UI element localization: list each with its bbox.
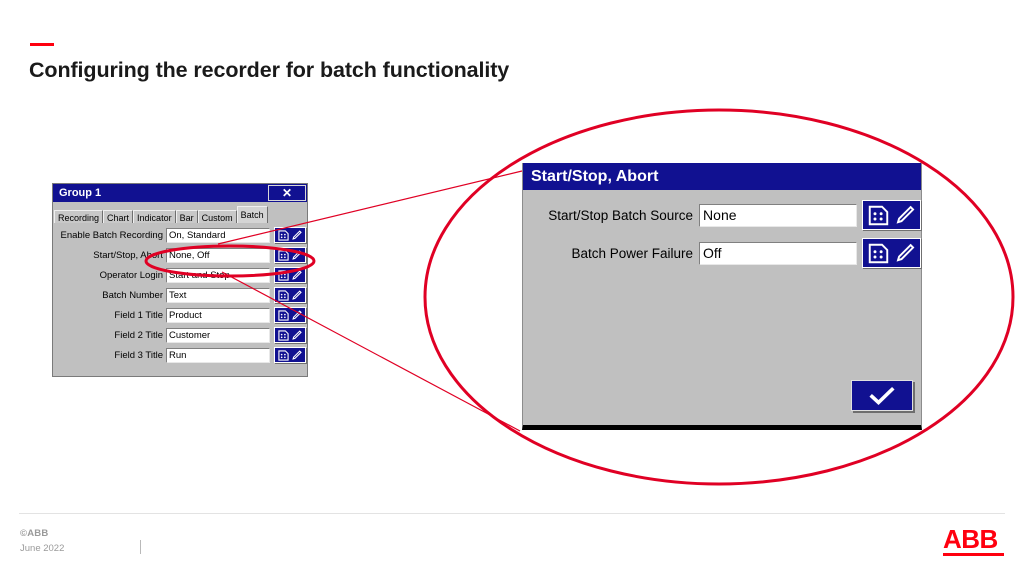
field-value[interactable]: Text <box>166 287 270 303</box>
field-value[interactable]: None, Off <box>166 247 270 263</box>
group-configuration-dialog: Group 1 ✕ Recording Chart Indicator Bar … <box>52 183 308 377</box>
field-edit-buttons[interactable] <box>274 327 306 343</box>
start-stop-abort-dialog: Start/Stop, Abort Start/Stop Batch Sourc… <box>522 163 922 430</box>
field-edit-buttons[interactable] <box>274 227 306 243</box>
start-stop-dialog-title: Start/Stop, Abort <box>531 167 659 185</box>
tab-custom[interactable]: Custom <box>197 210 237 223</box>
field-label: Field 1 Title <box>114 309 163 321</box>
field-edit-buttons[interactable] <box>274 347 306 363</box>
group-dialog-field-list: Enable Batch Recording On, Standard Star… <box>53 225 307 365</box>
footer-date: June 2022 <box>20 543 65 554</box>
field-row-batch-power-failure: Batch Power Failure Off <box>523 234 921 272</box>
tab-indicator[interactable]: Indicator <box>133 210 176 223</box>
pencil-icon <box>292 289 302 300</box>
field-edit-buttons[interactable] <box>862 238 921 268</box>
group-dialog-tabstrip: Recording Chart Indicator Bar Custom Bat… <box>54 204 307 223</box>
field-row-start-stop-abort: Start/Stop, Abort None, Off <box>53 245 307 265</box>
pencil-icon <box>292 309 302 320</box>
pencil-icon <box>896 205 915 224</box>
tab-chart[interactable]: Chart <box>103 210 134 223</box>
keypad-icon <box>278 269 289 281</box>
close-icon[interactable]: ✕ <box>268 185 306 201</box>
keypad-icon <box>278 289 289 301</box>
abb-logo: ABB <box>943 526 1004 556</box>
field-value[interactable]: On, Standard <box>166 227 270 243</box>
keypad-icon <box>278 249 289 261</box>
field-label: Field 2 Title <box>114 329 163 341</box>
abb-logo-underline <box>943 553 1004 556</box>
checkmark-icon <box>869 386 895 405</box>
title-accent-bar <box>30 43 54 46</box>
field-label: Start/Stop, Abort <box>93 249 163 261</box>
field-row-start-stop-batch-source: Start/Stop Batch Source None <box>523 196 921 234</box>
group-dialog-titlebar: Group 1 ✕ <box>53 184 307 202</box>
footer-vertical-divider <box>140 540 141 554</box>
group-dialog-title: Group 1 <box>59 187 102 199</box>
page-title: Configuring the recorder for batch funct… <box>29 58 510 82</box>
keypad-icon <box>868 243 889 263</box>
field-value[interactable]: Off <box>699 241 858 265</box>
tab-recording[interactable]: Recording <box>54 210 104 223</box>
field-value[interactable]: Customer <box>166 327 270 343</box>
keypad-icon <box>278 229 289 241</box>
pencil-icon <box>292 349 302 360</box>
confirm-button[interactable] <box>851 380 913 411</box>
field-row-field-2-title: Field 2 Title Customer <box>53 325 307 345</box>
tab-bar[interactable]: Bar <box>175 210 198 223</box>
keypad-icon <box>278 329 289 341</box>
field-edit-buttons[interactable] <box>274 307 306 323</box>
field-label: Batch Number <box>102 289 163 301</box>
field-row-enable-batch-recording: Enable Batch Recording On, Standard <box>53 225 307 245</box>
field-value[interactable]: Run <box>166 347 270 363</box>
field-value[interactable]: None <box>699 203 858 227</box>
field-label: Batch Power Failure <box>571 245 694 261</box>
pencil-icon <box>292 329 302 340</box>
field-value[interactable]: Product <box>166 307 270 323</box>
start-stop-dialog-titlebar: Start/Stop, Abort <box>523 163 921 190</box>
keypad-icon <box>278 349 289 361</box>
field-label: Field 3 Title <box>114 349 163 361</box>
pencil-icon <box>292 229 302 240</box>
pencil-icon <box>292 249 302 260</box>
field-value[interactable]: Start and Stop <box>166 267 270 283</box>
field-edit-buttons[interactable] <box>274 267 306 283</box>
keypad-icon <box>278 309 289 321</box>
field-row-batch-number: Batch Number Text <box>53 285 307 305</box>
field-label: Enable Batch Recording <box>60 229 163 241</box>
field-label: Operator Login <box>99 269 163 281</box>
field-row-field-3-title: Field 3 Title Run <box>53 345 307 365</box>
footer-copyright: ©ABB <box>20 528 49 539</box>
field-row-field-1-title: Field 1 Title Product <box>53 305 307 325</box>
pencil-icon <box>292 269 302 280</box>
tab-batch[interactable]: Batch <box>236 206 268 223</box>
field-edit-buttons[interactable] <box>274 247 306 263</box>
pencil-icon <box>896 243 915 262</box>
footer-divider-rule <box>19 513 1005 514</box>
field-label: Start/Stop Batch Source <box>548 207 694 223</box>
field-edit-buttons[interactable] <box>862 200 921 230</box>
start-stop-field-list: Start/Stop Batch Source None Batch Power… <box>523 190 921 272</box>
abb-logo-text: ABB <box>943 524 998 554</box>
field-edit-buttons[interactable] <box>274 287 306 303</box>
field-row-operator-login: Operator Login Start and Stop <box>53 265 307 285</box>
keypad-icon <box>868 205 889 225</box>
